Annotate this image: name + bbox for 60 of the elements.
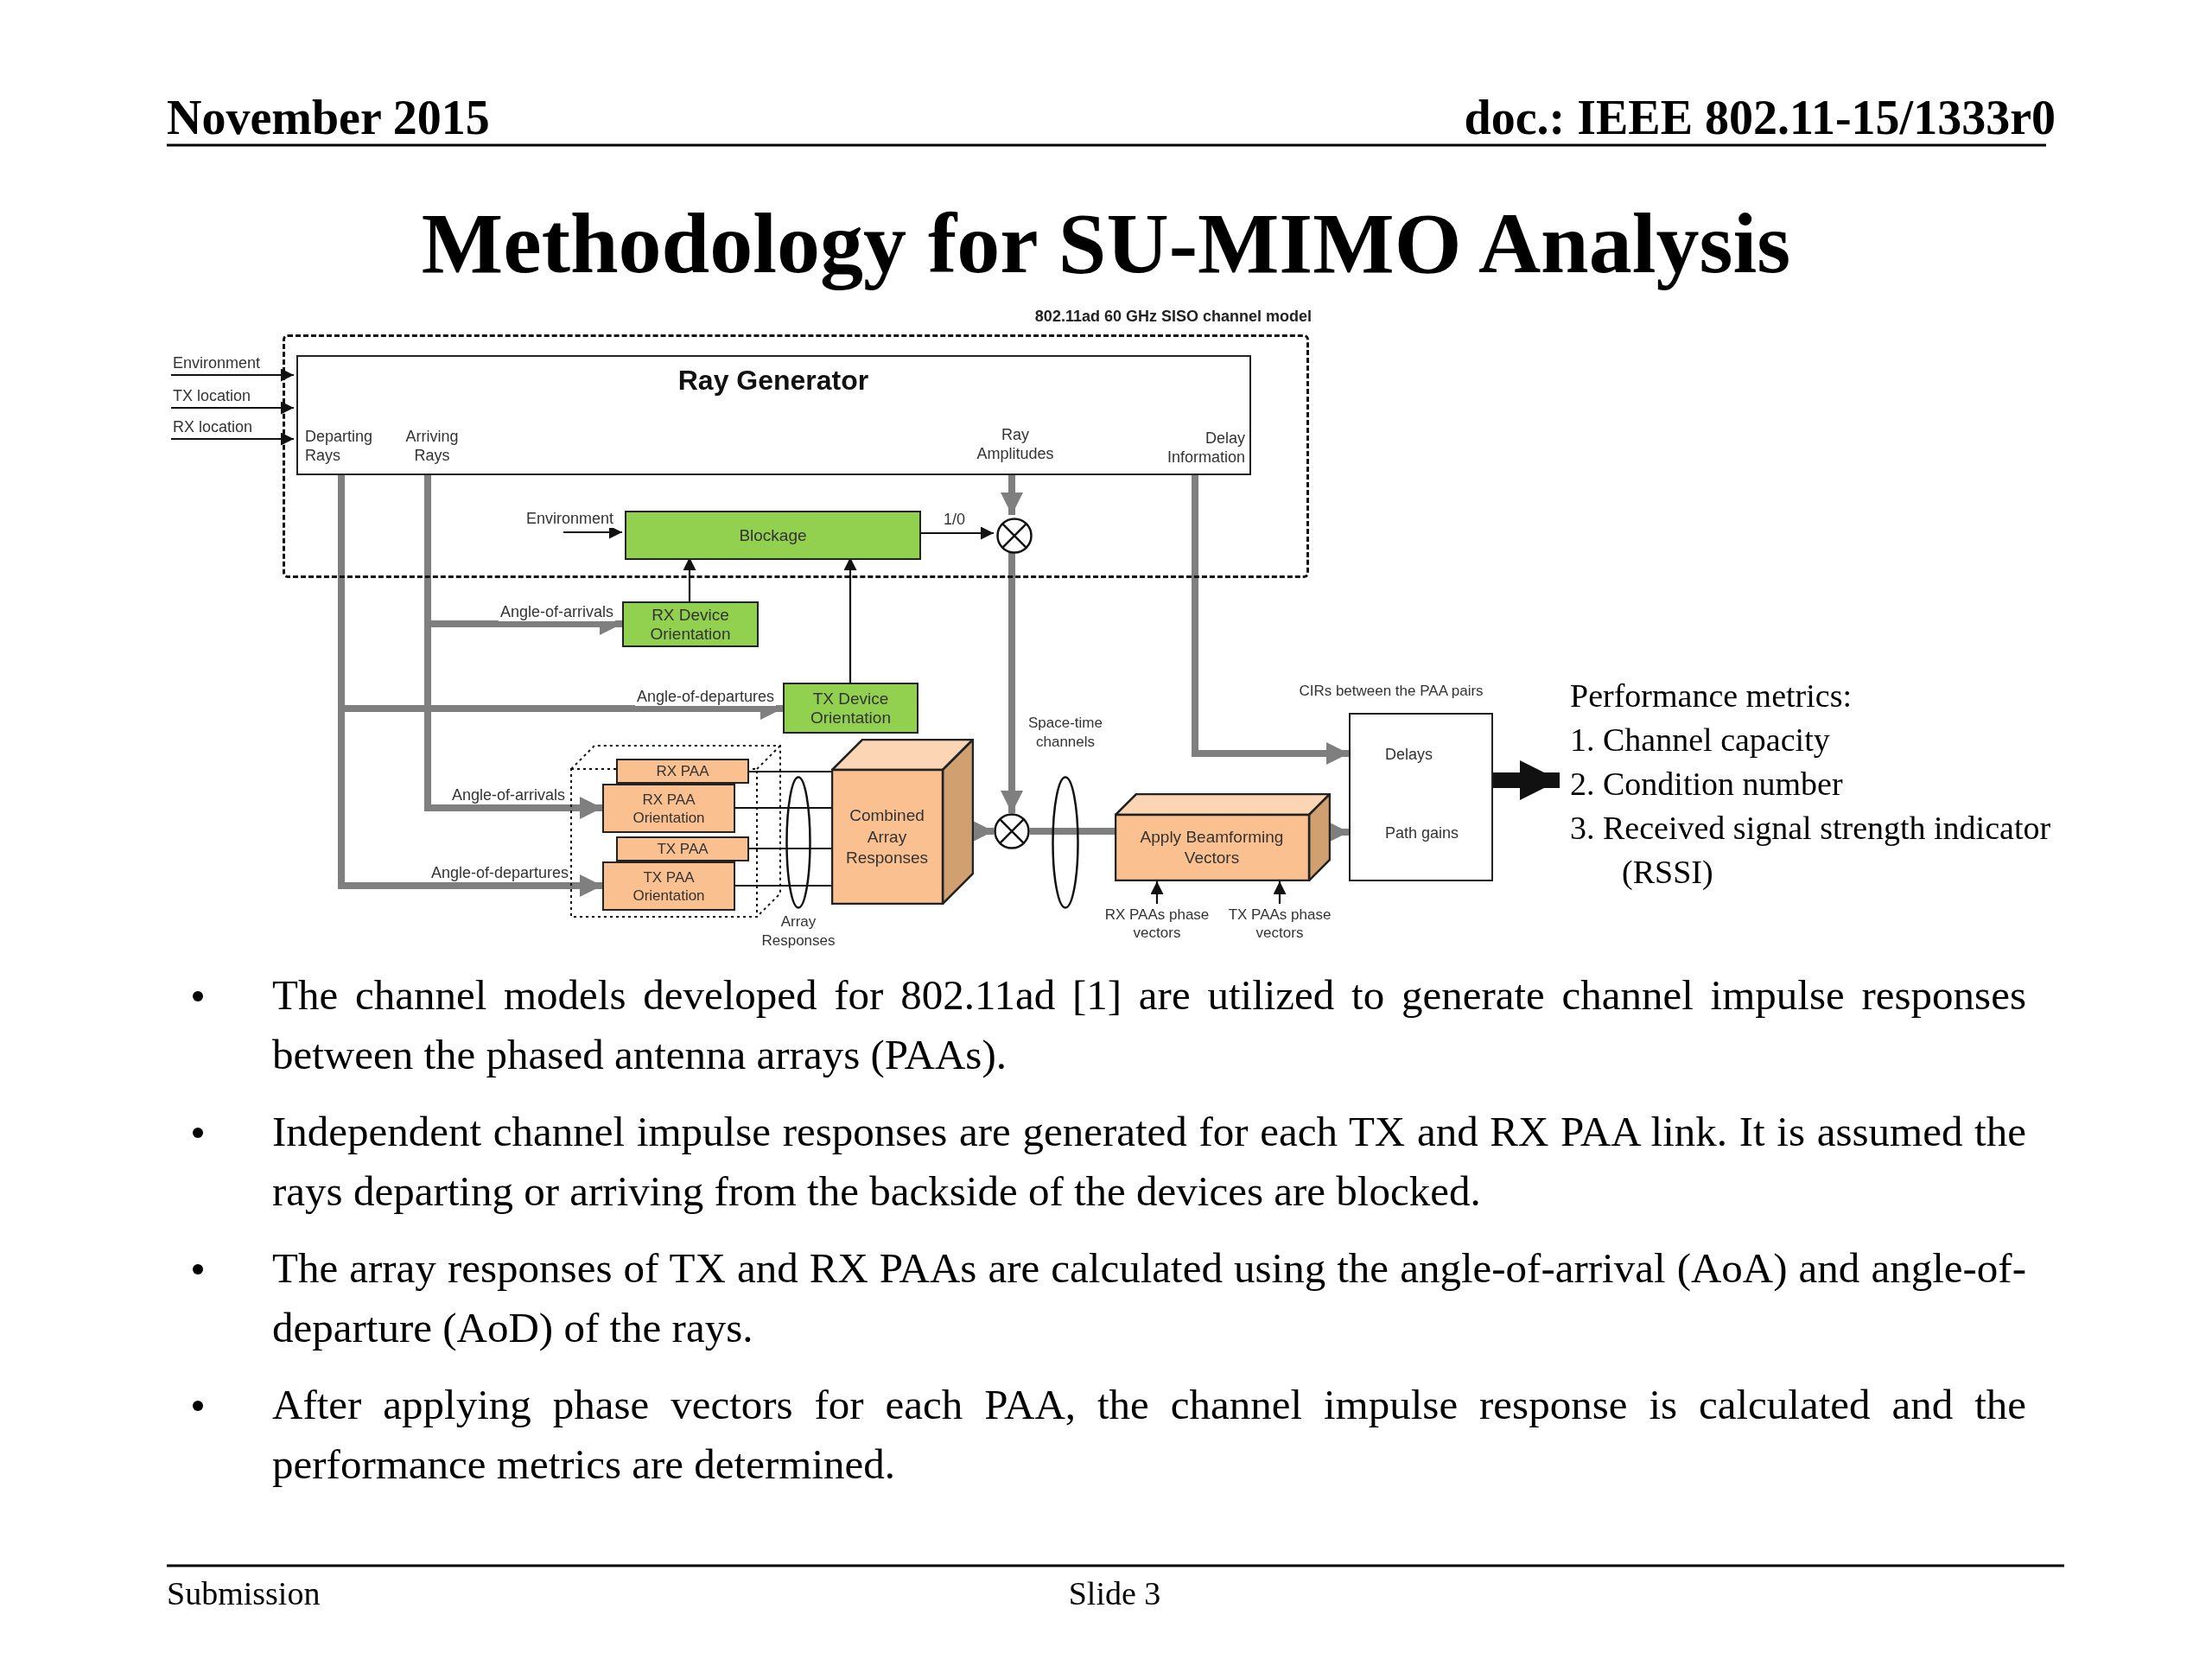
shape-caption: Array Responses xyxy=(760,912,836,950)
arrow xyxy=(424,473,602,819)
connector-line xyxy=(735,884,831,887)
box-label: RX PAA Orientation xyxy=(632,790,706,827)
multiplier-symbol xyxy=(996,518,1033,554)
footer-text: Submission xyxy=(167,1574,321,1612)
box-label: TX PAA xyxy=(657,840,709,858)
box-label: Blockage xyxy=(738,525,808,545)
dotted-group-outline xyxy=(570,745,781,918)
header-text: November 2015 xyxy=(167,90,490,145)
bullet-text: Independent channel impulse responses are generated for each TX and RX PAA link. It is assumed the rays departing or arriving from the backside of the devices are blocked. xyxy=(272,1107,2026,1217)
port-label: Delay Information xyxy=(1166,429,1245,467)
bullet-text: The array responses of TX and RX PAAs are calculated using the angle-of-arrival (AoA) and angle-of-departure (AoD) of the rays. xyxy=(272,1243,2026,1353)
edge-label: Angle-of-departures xyxy=(429,864,570,882)
port-label: Delays xyxy=(1385,746,1433,764)
box-label: TX PAA Orientation xyxy=(632,868,706,905)
arrow xyxy=(171,432,294,446)
box-label: Apply Beamforming Vectors xyxy=(1139,826,1285,869)
group-heading: 802.11ad 60 GHz SISO channel model xyxy=(1034,308,1312,326)
box-label: RX Device Orientation xyxy=(649,605,732,644)
process-box xyxy=(602,784,735,833)
process-box xyxy=(622,601,759,647)
multiplier-symbol xyxy=(994,813,1030,849)
block-arrow xyxy=(1493,760,1560,800)
arrow xyxy=(171,368,294,382)
process-box xyxy=(616,759,749,784)
list-item: 3. Received signal strength indicator (RSSI) xyxy=(1569,809,2052,892)
arrow xyxy=(1273,881,1287,904)
shape-caption: Space-time channels xyxy=(1027,714,1103,752)
bullet-text: The channel models developed for 802.11ad [1] are utilized to generate channel impulse responses between the phased antenna arrays (PAAs). xyxy=(272,970,2026,1080)
edge-label: Angle-of-arrivals xyxy=(449,786,567,804)
box-title: Ray Generator xyxy=(677,364,870,397)
list-heading: Performance metrics: xyxy=(1569,677,1853,715)
footer-text: Slide 3 xyxy=(1068,1574,1161,1612)
process-box xyxy=(625,511,921,560)
process-box xyxy=(616,836,749,861)
process-box xyxy=(783,683,918,734)
arrow xyxy=(1150,881,1164,904)
process-box xyxy=(296,355,1251,475)
edge-label: Angle-of-arrivals xyxy=(498,603,615,621)
bullet-text: After applying phase vectors for each PAA, the channel impulse response is calculated and the performance metrics are determined. xyxy=(272,1380,2026,1490)
arrow xyxy=(1001,551,1023,813)
box-label: Combined Array Responses xyxy=(844,804,930,869)
box-caption: CIRs between the PAA pairs xyxy=(1298,682,1484,700)
header-text: doc.: IEEE 802.11-15/1333r0 xyxy=(1464,90,2056,145)
list-item: 2. Condition number xyxy=(1569,765,1844,804)
port-label: Ray Amplitudes xyxy=(976,426,1055,464)
connector-line xyxy=(749,770,831,773)
edge-label: Angle-of-departures xyxy=(634,688,776,706)
port-label: Departing Rays xyxy=(305,428,374,466)
slide-title: Methodology for SU-MIMO Analysis xyxy=(420,194,1792,293)
connector-line xyxy=(735,806,831,810)
connector-line xyxy=(749,847,831,850)
list-item: 1. Channel capacity xyxy=(1569,721,1831,760)
box-label: TX Device Orientation xyxy=(810,689,892,728)
box-label: RX PAA xyxy=(656,762,709,780)
process-box xyxy=(602,861,735,911)
arrow xyxy=(171,401,294,415)
port-label: Path gains xyxy=(1385,824,1459,842)
port-label: Arriving Rays xyxy=(404,428,460,466)
